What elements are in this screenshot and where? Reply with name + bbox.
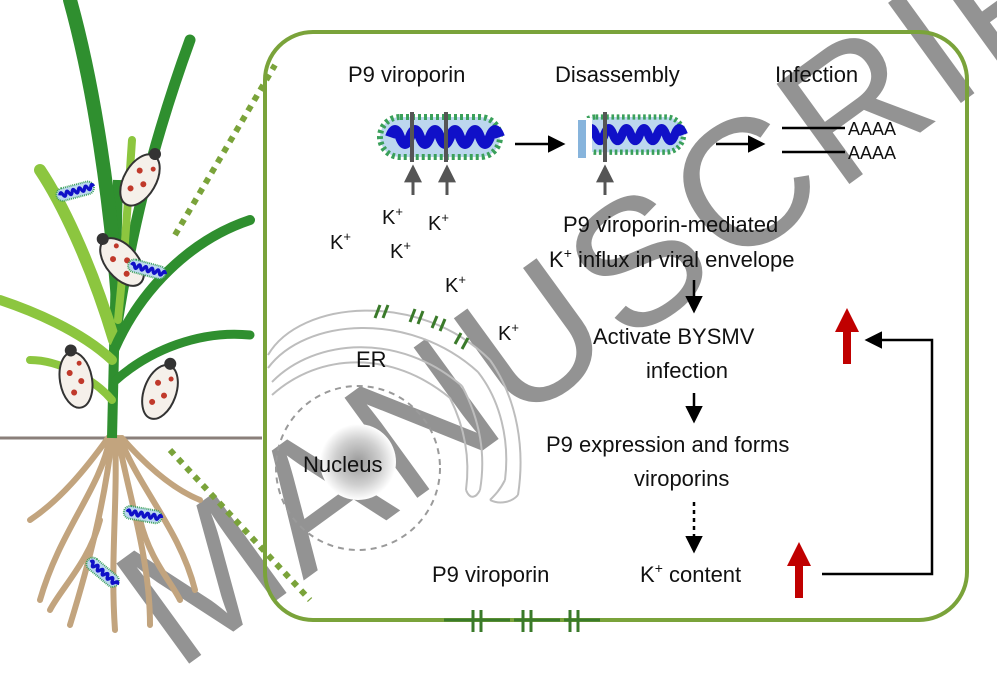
red-up-arrow-infection (835, 308, 859, 364)
k-ion-2: K+ (428, 210, 449, 235)
label-p9-viroporin-top: P9 viroporin (348, 62, 465, 87)
k-ion-3: K+ (330, 229, 351, 254)
flow-step2-line1: Activate BYSMV (593, 324, 755, 349)
endoplasmic-reticulum (267, 309, 522, 504)
virion-intact (380, 112, 500, 162)
plasma-membrane-viroporins (444, 610, 600, 632)
flow-step2-line2: infection (646, 358, 728, 383)
zoom-line-bottom (167, 447, 313, 603)
zoom-line-top (172, 63, 278, 237)
plant-roots (27, 435, 203, 633)
planthopper-3 (58, 344, 94, 409)
flow-step3-line1: P9 expression and forms (546, 432, 789, 457)
label-disassembly: Disassembly (555, 62, 680, 87)
er-label: ER (356, 347, 387, 372)
polyA-label-1: AAAA (848, 119, 896, 139)
plant-shoot (0, 0, 255, 439)
planthopper-1 (119, 148, 161, 207)
red-up-arrow-k-content (787, 542, 811, 598)
planthopper-insects (58, 148, 179, 420)
feedback-loop-arrow (822, 331, 934, 576)
nucleolus (320, 424, 396, 500)
k-ion-5: K+ (445, 272, 466, 297)
potassium-ions: K+ K+ K+ K+ K+ K+ (330, 204, 519, 345)
k-ion-4: K+ (390, 238, 411, 263)
label-p9-viroporin-bottom: P9 viroporin (432, 562, 549, 587)
nucleus-label: Nucleus (303, 452, 382, 477)
flow-step1-line2: K+ influx in viral envelope (549, 245, 794, 272)
planthopper-2 (96, 233, 145, 287)
planthopper-4 (141, 357, 179, 420)
flow-step4: K+ content (640, 560, 741, 587)
flow-step1-line1: P9 viroporin-mediated (563, 212, 778, 237)
label-infection: Infection (775, 62, 858, 87)
virion-disassembling (574, 112, 684, 162)
er-viroporins (373, 304, 470, 350)
cell-boundary (263, 30, 969, 622)
k-ion-6: K+ (498, 320, 519, 345)
nucleus-envelope (275, 385, 441, 551)
flow-step3-line2: viroporins (634, 466, 729, 491)
k-ion-1: K+ (382, 204, 403, 229)
polyA-label-2: AAAA (848, 143, 896, 163)
